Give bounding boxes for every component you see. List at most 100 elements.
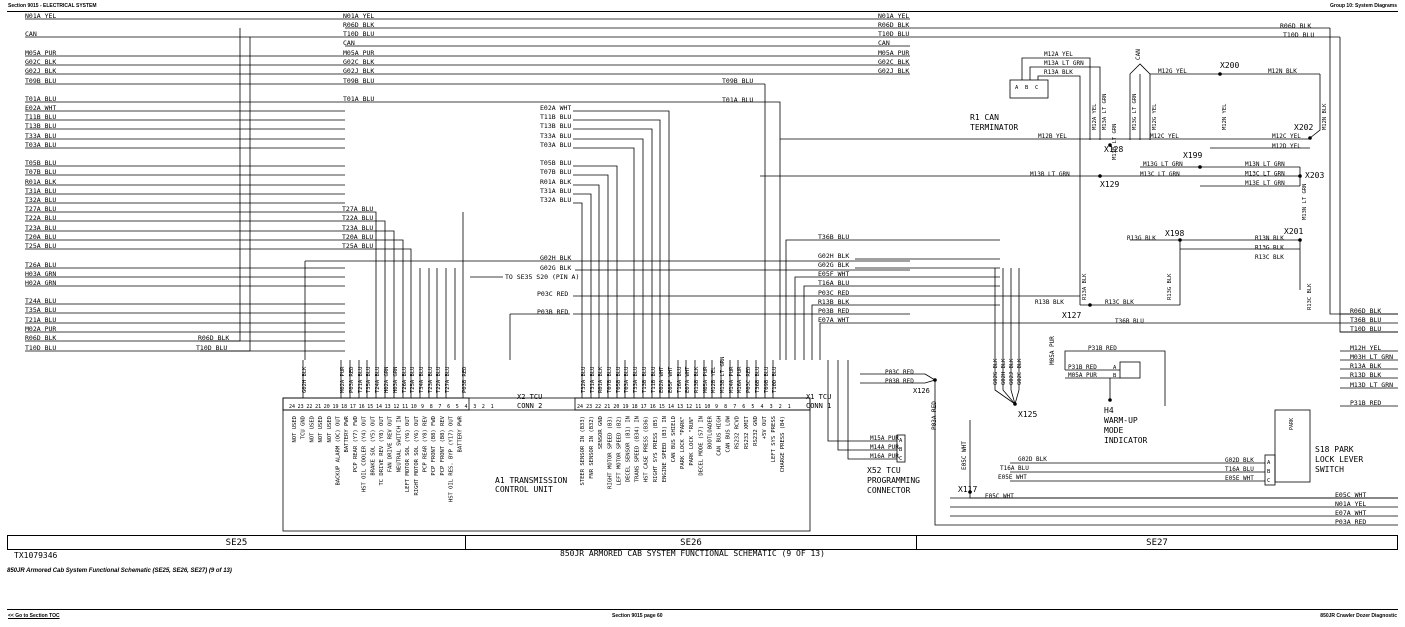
x203-wire: M13E LT GRN: [1245, 180, 1285, 187]
x1-pin: 13: [677, 404, 683, 410]
header-right: Group 10: System Diagrams: [1330, 3, 1397, 9]
s18-wire: T16A BLU: [1225, 466, 1254, 473]
right-bus-label: R13B BLK: [818, 298, 849, 306]
left-wire-label: T13B BLU: [25, 122, 56, 130]
p03c-label: P03C RED: [537, 290, 568, 298]
right-bus-label: R06D BLK: [878, 21, 909, 29]
x2-pin: 2: [482, 404, 485, 410]
x2-wire-label: H02A GRN: [384, 367, 390, 394]
s18-pin: B: [1267, 469, 1271, 475]
left-wire-label: T01A BLU: [25, 95, 56, 103]
x2-pin: 6: [447, 404, 450, 410]
x2-sub: CONN 2: [517, 402, 542, 410]
x52-pin: C: [899, 456, 902, 462]
wire: [803, 285, 855, 360]
far-right-bottom-label: R13A BLK: [1350, 362, 1381, 370]
x1-wire-label: T09B BLU: [764, 367, 770, 394]
x2-function: PCP FRONT (B8) FWD: [431, 416, 437, 476]
mid-wire-label: R06D BLK: [343, 21, 374, 29]
wire: [837, 360, 870, 451]
x2-function: FAN DRIVE REV OUT: [388, 415, 394, 472]
x1-function: ENGINE SPEED (B3) IN: [662, 416, 668, 482]
x2-function: NEUTRAL SWITCH IN: [396, 416, 402, 472]
right-bus-label: M05A PUR: [878, 49, 909, 57]
wire: [1002, 268, 1016, 405]
wire: [811, 304, 855, 360]
vertical-wire-label: M13N LT GRN: [1302, 184, 1308, 220]
connector-x2-pins: [282, 397, 470, 411]
left-wire-label: N01A YEL: [25, 12, 56, 20]
left-wire-label: G02J BLK: [25, 67, 56, 75]
mid-wire-label: T11B BLU: [540, 113, 571, 121]
r1-label: TERMINATOR: [970, 123, 1018, 132]
x1-wire-label: R01A BLK: [598, 366, 604, 393]
wire: [1010, 268, 1016, 405]
x1-function: CAN BUS SHIELD: [671, 416, 677, 462]
x1-pin: 20: [613, 404, 619, 410]
mid-wire-label: T31A BLU: [540, 187, 571, 195]
section-se26: SE26: [465, 535, 917, 550]
wire: [345, 211, 377, 360]
h4-label: WARM-UP: [1104, 416, 1138, 425]
x202-wire: M12C YEL: [1272, 133, 1301, 140]
x2-wire-label: T25A BLU: [410, 367, 416, 394]
x1-sub: CONN 1: [806, 402, 831, 410]
vertical-wire-label: M12G YEL: [1152, 103, 1158, 130]
t36b-label: T36B BLU: [1115, 318, 1144, 325]
x201-wire: R13C BLK: [1255, 254, 1284, 261]
s18-label: S18 PARK: [1315, 445, 1354, 454]
left-wire-label: R06D BLK: [25, 334, 56, 342]
x1-pin: 7: [733, 404, 736, 410]
x1-function: FNR SENSOR IN (B32): [589, 416, 595, 479]
x52-wire: M14A PUR: [870, 444, 899, 451]
x201-wire: R13N BLK: [1255, 235, 1284, 242]
wire: [1064, 350, 1166, 406]
x1-pin: 17: [641, 404, 647, 410]
footer-right: 850JR Crawler Dozer Diagnostic: [1320, 613, 1397, 619]
s18-pin: A: [1267, 460, 1271, 466]
x1-function: TRANS SPEED (B34) IN: [635, 416, 641, 482]
section-se25: SE25: [7, 535, 466, 550]
x2-pin: 19: [332, 404, 338, 410]
left-wire-label: M02A PUR: [25, 325, 56, 333]
wire: [573, 184, 600, 360]
x2-function: NOT USED: [327, 416, 333, 443]
bottom-wire-label: N01A YEL: [1335, 500, 1366, 508]
x1-function: RIGHT MOTOR SPEED (B3): [607, 416, 613, 489]
wire: [345, 248, 412, 360]
far-right-bottom-label: P31B RED: [1350, 399, 1381, 407]
x2-function: BRAKE SOL (Y5) OUT: [370, 415, 376, 475]
left-wire-label: T22A BLU: [25, 214, 56, 222]
right-bus-label: T16A BLU: [818, 279, 849, 287]
x200-wire: M12N BLK: [1268, 68, 1297, 75]
x2-function: HST OIL COOLER (Y4) OUT: [362, 415, 368, 492]
far-right-bottom-label: M13D LT GRN: [1350, 381, 1393, 389]
s18-wire: E05E WHT: [1225, 475, 1254, 482]
r1-wire: M12A YEL: [1044, 51, 1073, 58]
right-bus-label: N01A YEL: [878, 12, 909, 20]
mid-wire-label: E02A WHT: [540, 104, 571, 112]
x2-wire-label: T26A BLU: [402, 367, 408, 394]
x2-function: HST OIL RES. BYP (Y17) OUT: [449, 415, 455, 502]
x1-wire-label: M13B LT GRN: [720, 357, 726, 393]
x1-wire-label: M16A PUR: [737, 366, 743, 393]
x2-pin: 8: [430, 404, 433, 410]
x2-pin: 22: [306, 404, 312, 410]
x201-wire: R13G BLK: [1255, 245, 1284, 252]
t01a-label: T01A BLU: [722, 96, 753, 104]
x52-label: PROGRAMMING: [867, 476, 920, 485]
left-wire-label: T11B BLU: [25, 113, 56, 121]
left-wire-label: T35A BLU: [25, 306, 56, 314]
toc-link[interactable]: << Go to Section TOC: [8, 613, 60, 619]
title-bar: SE25 SE26 SE27: [7, 535, 1398, 550]
bottom-wire-label: E07A WHT: [1335, 509, 1366, 517]
left-wire-label: T03A BLU: [25, 141, 56, 149]
r1-pin: A: [1015, 85, 1019, 91]
x1-function: CAN BUS LOW: [726, 415, 732, 452]
vertical-wire-label: M13G LT GRN: [1132, 94, 1138, 130]
mid-wire-label: R01A BLK: [540, 178, 571, 186]
h4-label: MODE: [1104, 426, 1123, 435]
far-right-label: R06D BLK: [1280, 22, 1311, 30]
x2-wire-label: T22A BLU: [436, 367, 442, 394]
x1-function: PARK LOCK "RUN": [689, 416, 695, 466]
